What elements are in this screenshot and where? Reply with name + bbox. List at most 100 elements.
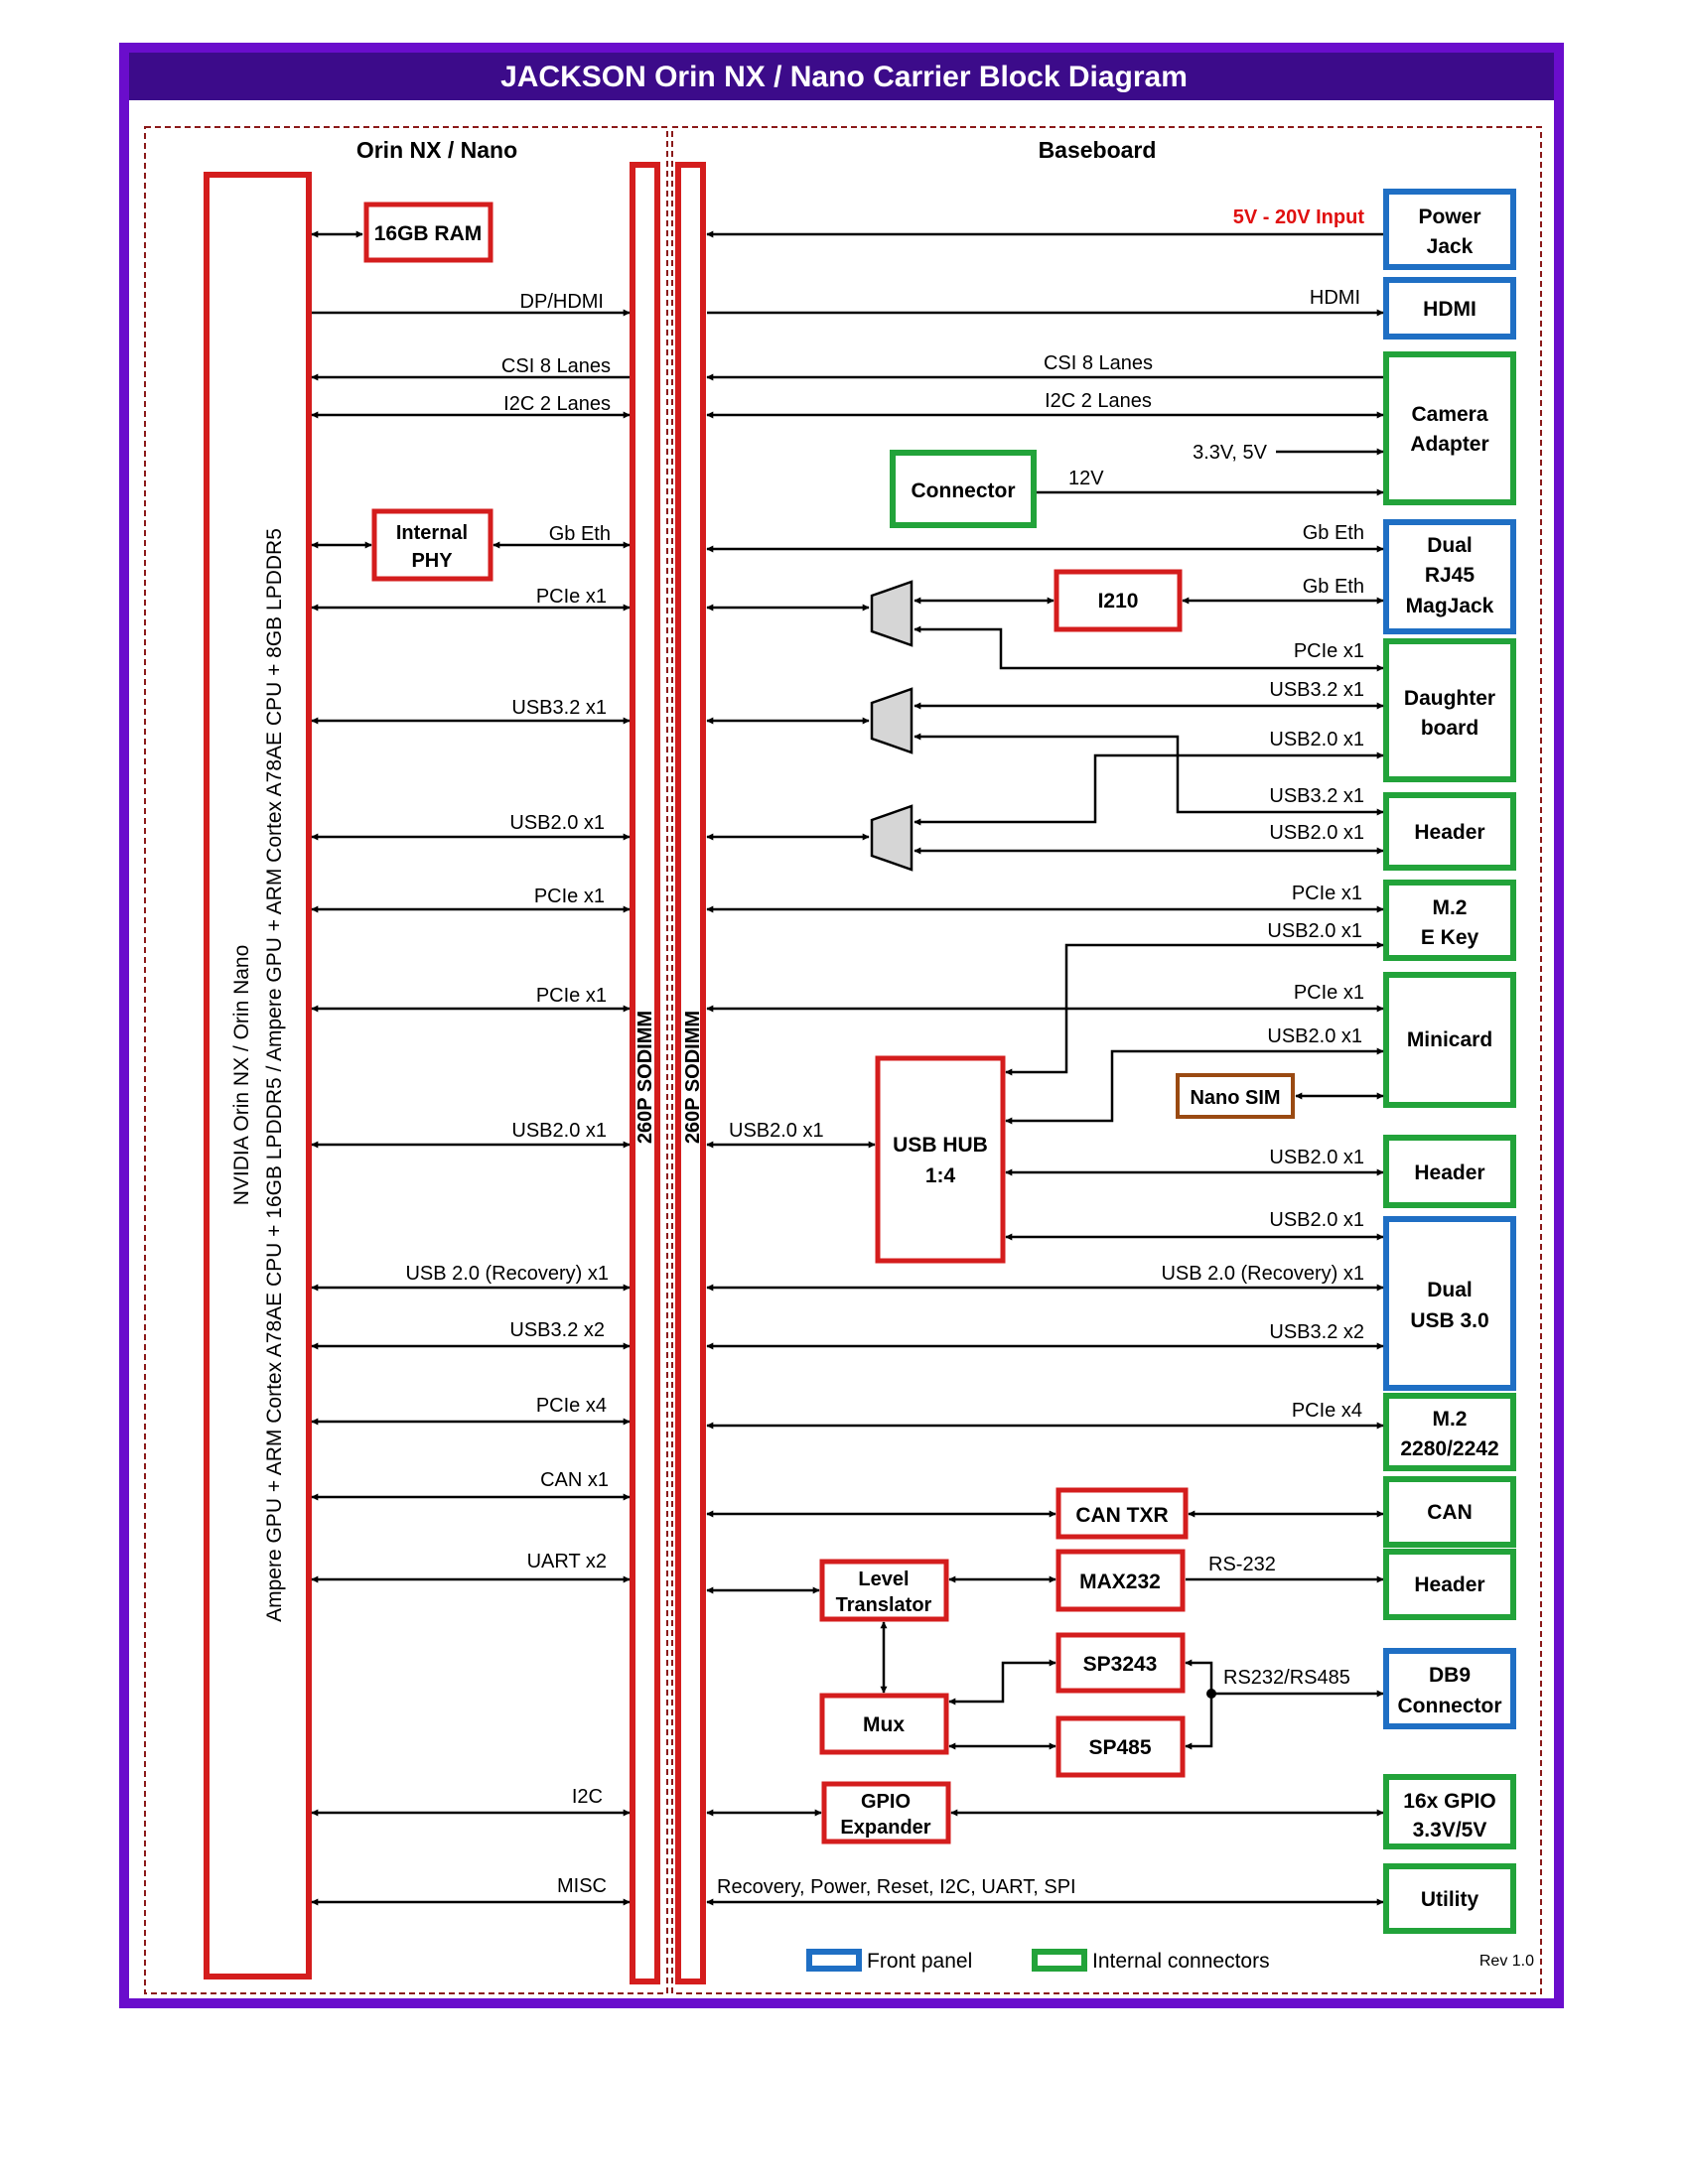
gpio16-label-2: 3.3V/5V [1413,1819,1487,1842]
legend-front-panel-swatch [806,1949,862,1972]
power-connector-label: Connector [912,479,1016,502]
usb32-hdr-label: USB3.2 x1 [1269,785,1364,807]
dual-usb3-connector [1383,1216,1516,1391]
header2-label: Header [1414,1161,1484,1184]
usb20-dual-label: USB2.0 x1 [1269,1209,1364,1231]
i210-chip [1054,569,1183,632]
mux-sp3243-arrow [948,1659,1056,1706]
dualusb-label-1: Dual [1427,1279,1473,1301]
region-module-title: Orin NX / Nano [356,137,517,163]
region-baseboard [671,126,1542,1994]
pcie3-left-label: PCIe x1 [536,985,607,1007]
minicard-label: Minicard [1407,1028,1492,1051]
dp-hdmi-label: DP/HDMI [520,291,604,313]
i210-label: I210 [1098,590,1139,613]
sodimm-module-side [630,162,660,1984]
i2c2-left-label: I2C 2 Lanes [503,393,611,415]
power-jack-connector [1383,189,1516,270]
legend-internal-label: Internal connectors [1092,1950,1270,1973]
camera-label-1: Camera [1411,403,1487,426]
usb32-mux-icon [870,687,914,754]
sp3243-label: SP3243 [1083,1653,1158,1676]
pcie-m2e-label: PCIe x1 [1292,883,1362,904]
level-label-1: Level [858,1569,909,1590]
m2-mkey-connector [1383,1393,1516,1471]
gpio-expander-chip [821,1781,951,1844]
power-jack-label-2: Jack [1427,235,1474,258]
camera-adapter-connector [1383,351,1516,505]
usb32-left-label: USB3.2 x1 [511,697,607,719]
sodimm-label-left: 260P SODIMM [634,1011,656,1144]
db9-label-2: Connector [1398,1695,1502,1717]
utility-label: Utility [1421,1888,1479,1911]
level-translator-chip [819,1559,949,1622]
utility-signal-label: Recovery, Power, Reset, I2C, UART, SPI [717,1876,1076,1898]
ram-block [363,202,493,263]
mux-label: Mux [863,1713,905,1736]
usb20-hub-label: USB2.0 x1 [729,1120,824,1142]
orin-module-block [204,172,312,1979]
misc-left-label: MISC [557,1875,607,1897]
sodimm-label-right: 260P SODIMM [682,1011,704,1144]
daughter-label-2: board [1421,717,1478,740]
sp485-label: SP485 [1088,1736,1151,1759]
usbrec-right-label: USB 2.0 (Recovery) x1 [1161,1263,1364,1285]
rj45-label-2: RJ45 [1425,564,1476,587]
serial-join-lines [1185,1659,1213,1750]
m2-label-2: 2280/2242 [1400,1437,1498,1460]
usb20-m2e-label: USB2.0 x1 [1267,920,1362,942]
phy-label-1: Internal [396,522,468,544]
can-txr-chip [1055,1487,1189,1540]
serial-header-connector [1383,1549,1516,1620]
v12-label: 12V [1068,468,1104,489]
legend-internal-swatch [1032,1949,1087,1972]
can-connector [1383,1476,1516,1548]
usb20-mc-arrow [1005,1047,1384,1125]
pcie4-left-label: PCIe x4 [536,1395,607,1417]
gpio-exp-label-2: Expander [840,1817,930,1839]
power-connector [890,450,1037,528]
sp485-chip [1055,1715,1186,1778]
serial-mux-chip [819,1693,949,1755]
uart-left-label: UART x2 [527,1551,607,1572]
usb-hub-label-2: 1:4 [925,1164,956,1187]
db9-label-1: DB9 [1429,1664,1471,1687]
nano-sim-slot [1176,1073,1295,1119]
rs232-485-label: RS232/RS485 [1223,1667,1350,1689]
usb20a-left-label: USB2.0 x1 [509,812,605,834]
diagram-title: JACKSON Orin NX / Nano Carrier Block Dia… [500,61,1188,93]
usb32x2-right-label: USB3.2 x2 [1269,1321,1364,1343]
usb20-db-label: USB2.0 x1 [1269,729,1364,751]
i2c2-right-label: I2C 2 Lanes [1045,390,1152,412]
pcie-mc-label: PCIe x1 [1294,982,1364,1004]
hdmi-right-label: HDMI [1310,287,1360,309]
sodimm-baseboard-side [675,162,706,1984]
usb32-db-label: USB3.2 x1 [1269,679,1364,701]
usb32x2-left-label: USB3.2 x2 [509,1319,605,1341]
usbrec-left-label: USB 2.0 (Recovery) x1 [405,1263,609,1285]
usb20-hdr-label: USB2.0 x1 [1269,822,1364,844]
pcie2-left-label: PCIe x1 [534,886,605,907]
usb20b-left-label: USB2.0 x1 [511,1120,607,1142]
usb20-mux-icon [870,804,914,872]
hdmi-connector [1383,277,1516,340]
v33-label: 3.3V, 5V [1193,442,1268,464]
module-name: NVIDIA Orin NX / Orin Nano [230,945,253,1206]
m2e-label-2: E Key [1421,926,1479,949]
can-txr-label: CAN TXR [1075,1504,1168,1527]
power-input-label: 5V - 20V Input [1233,206,1365,228]
gbeth-left-label: Gb Eth [549,523,611,545]
can-connector-label: CAN [1427,1501,1473,1524]
outer-frame [119,43,1564,2008]
minicard-connector [1383,972,1516,1108]
csi-right-label: CSI 8 Lanes [1044,352,1153,374]
gpio16-label-1: 16x GPIO [1403,1790,1495,1813]
power-jack-label-1: Power [1418,205,1480,228]
header3-label: Header [1414,1573,1484,1596]
region-module [144,126,668,1994]
phy-label-2: PHY [411,550,453,572]
pcie-db-arrow [914,625,1384,672]
title-bar [129,53,1554,100]
level-label-2: Translator [836,1594,932,1616]
